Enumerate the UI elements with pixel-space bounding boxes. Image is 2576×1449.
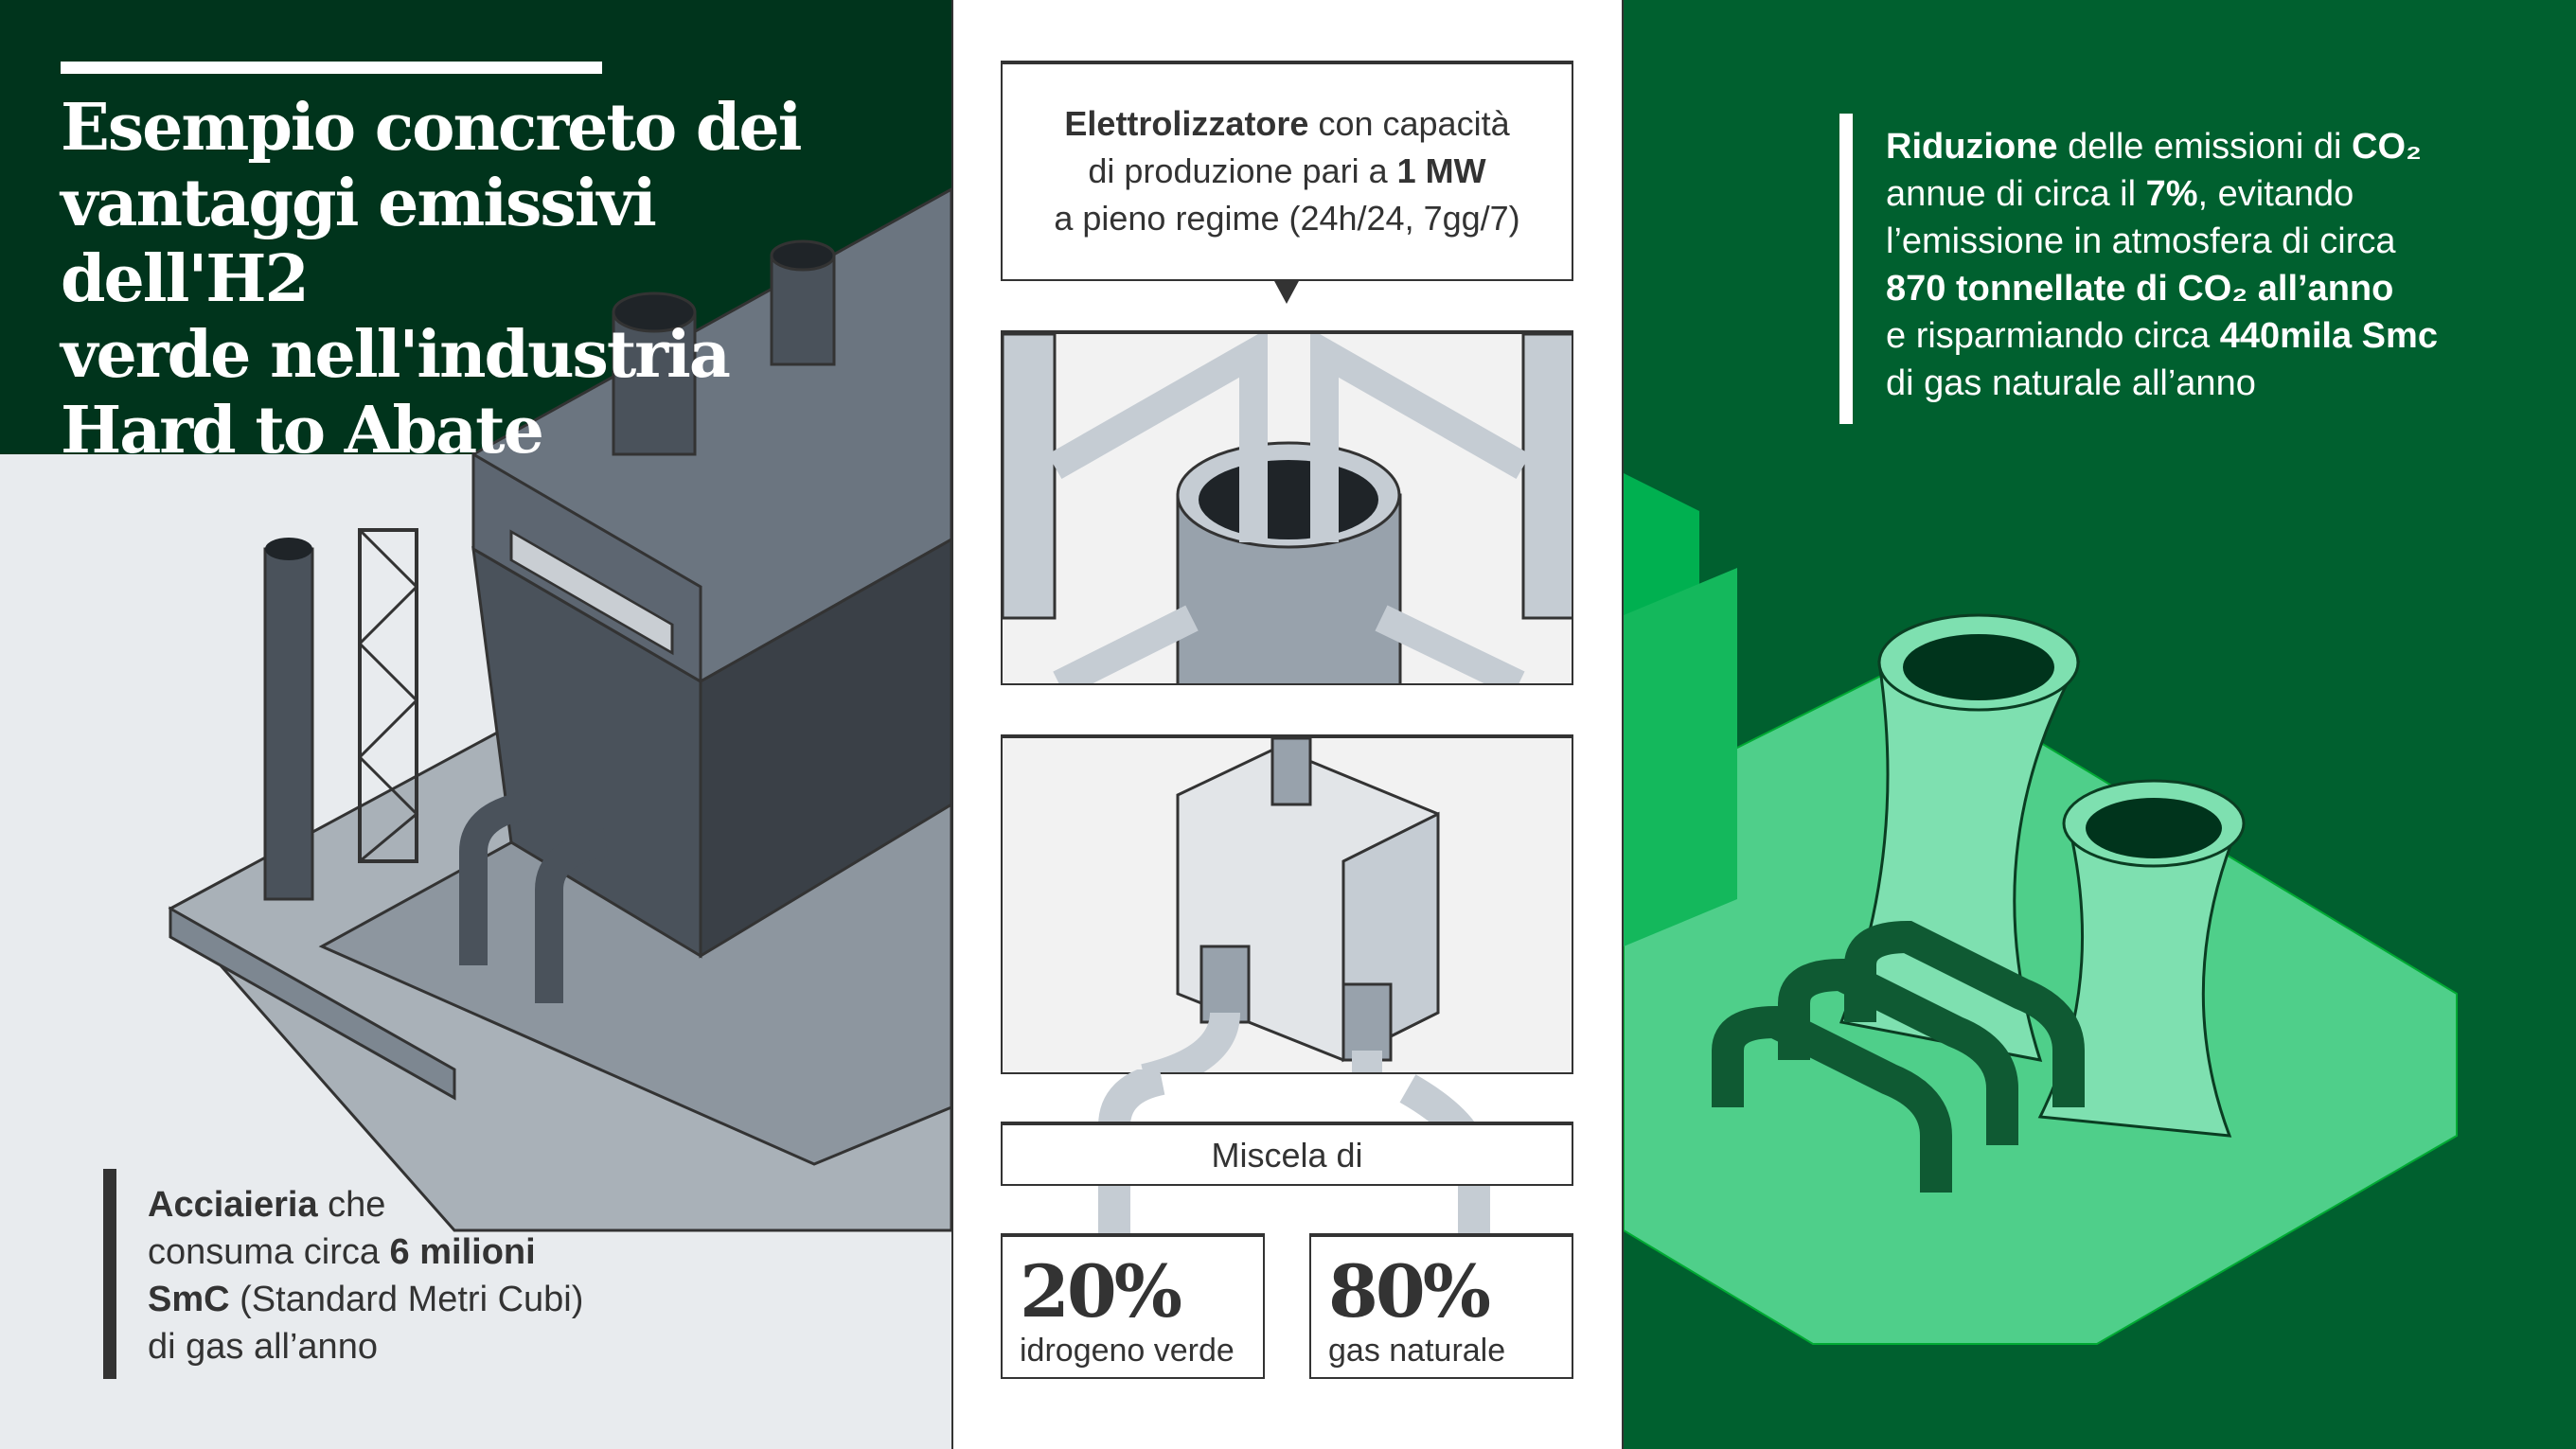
hydrogen-share-box: 20% idrogeno verde: [1001, 1233, 1265, 1379]
title-accent-bar: [61, 62, 602, 74]
hydrogen-percentage: 20%: [1020, 1249, 1182, 1334]
blend-label: Miscela di: [1211, 1136, 1363, 1175]
text: di gas all’anno: [148, 1327, 378, 1367]
text: (Standard Metri Cubi): [229, 1280, 584, 1319]
gas-percentage: 80%: [1328, 1249, 1491, 1334]
gas-saved-value: 440mila Smc: [2219, 316, 2438, 356]
callout-text: di produzione pari a: [1088, 151, 1397, 190]
unit-label: SmC: [148, 1280, 230, 1319]
text: , evitando: [2197, 174, 2354, 214]
callout-text: a pieno regime (24h/24, 7gg/7): [1054, 199, 1520, 238]
page-title: Esempio concreto dei vantaggi emissivi d…: [61, 90, 913, 468]
power-plant-illustration: [1624, 473, 2458, 1345]
blend-label-box: Miscela di: [1001, 1122, 1573, 1186]
electrolyzer-callout: Elettrolizzatore con capacità di produzi…: [1001, 61, 1573, 281]
steelworks-illustration: [168, 187, 951, 1232]
gas-share-box: 80% gas naturale: [1309, 1233, 1573, 1379]
title-line: verde nell'industria: [61, 317, 731, 393]
text: consuma circa: [148, 1232, 390, 1272]
capacity-value: 1 MW: [1396, 151, 1486, 190]
text: delle emissioni di: [2057, 127, 2353, 167]
electrolyzer-illustration: [1001, 330, 1573, 685]
gas-label: gas naturale: [1328, 1333, 1506, 1369]
text: di gas naturale all’anno: [1886, 363, 2256, 403]
text: l’emissione in atmosfera di circa: [1886, 221, 2396, 261]
steelworks-description: Acciaieria che consuma circa 6 milioni S…: [148, 1181, 678, 1370]
co2-avoided-value: 870 tonnellate di CO₂ all’anno: [1886, 269, 2394, 309]
consumption-value: 6 milioni: [389, 1232, 536, 1272]
steelworks-accent-bar: [103, 1169, 116, 1379]
text: e risparmiando circa: [1886, 316, 2220, 356]
reduction-accent-bar: [1839, 114, 1853, 424]
title-line: Hard to Abate: [61, 393, 544, 468]
co2-label: CO₂: [2352, 127, 2422, 167]
callout-text: con capacità: [1308, 104, 1510, 143]
text: annue di circa il: [1886, 174, 2146, 214]
text: che: [317, 1185, 386, 1225]
reduction-label: Riduzione: [1886, 127, 2058, 167]
mixer-illustration: [1001, 734, 1573, 1074]
electrolyzer-label: Elettrolizzatore: [1064, 104, 1309, 143]
title-line: Esempio concreto dei: [61, 90, 803, 166]
title-line: vantaggi emissivi dell'H2: [61, 166, 657, 317]
steelworks-label: Acciaieria: [148, 1185, 318, 1225]
reduction-description: Riduzione delle emissioni di CO₂ annue d…: [1886, 123, 2549, 407]
reduction-percentage: 7%: [2145, 174, 2198, 214]
hydrogen-label: idrogeno verde: [1020, 1333, 1235, 1369]
callout-pointer: [1273, 279, 1300, 304]
